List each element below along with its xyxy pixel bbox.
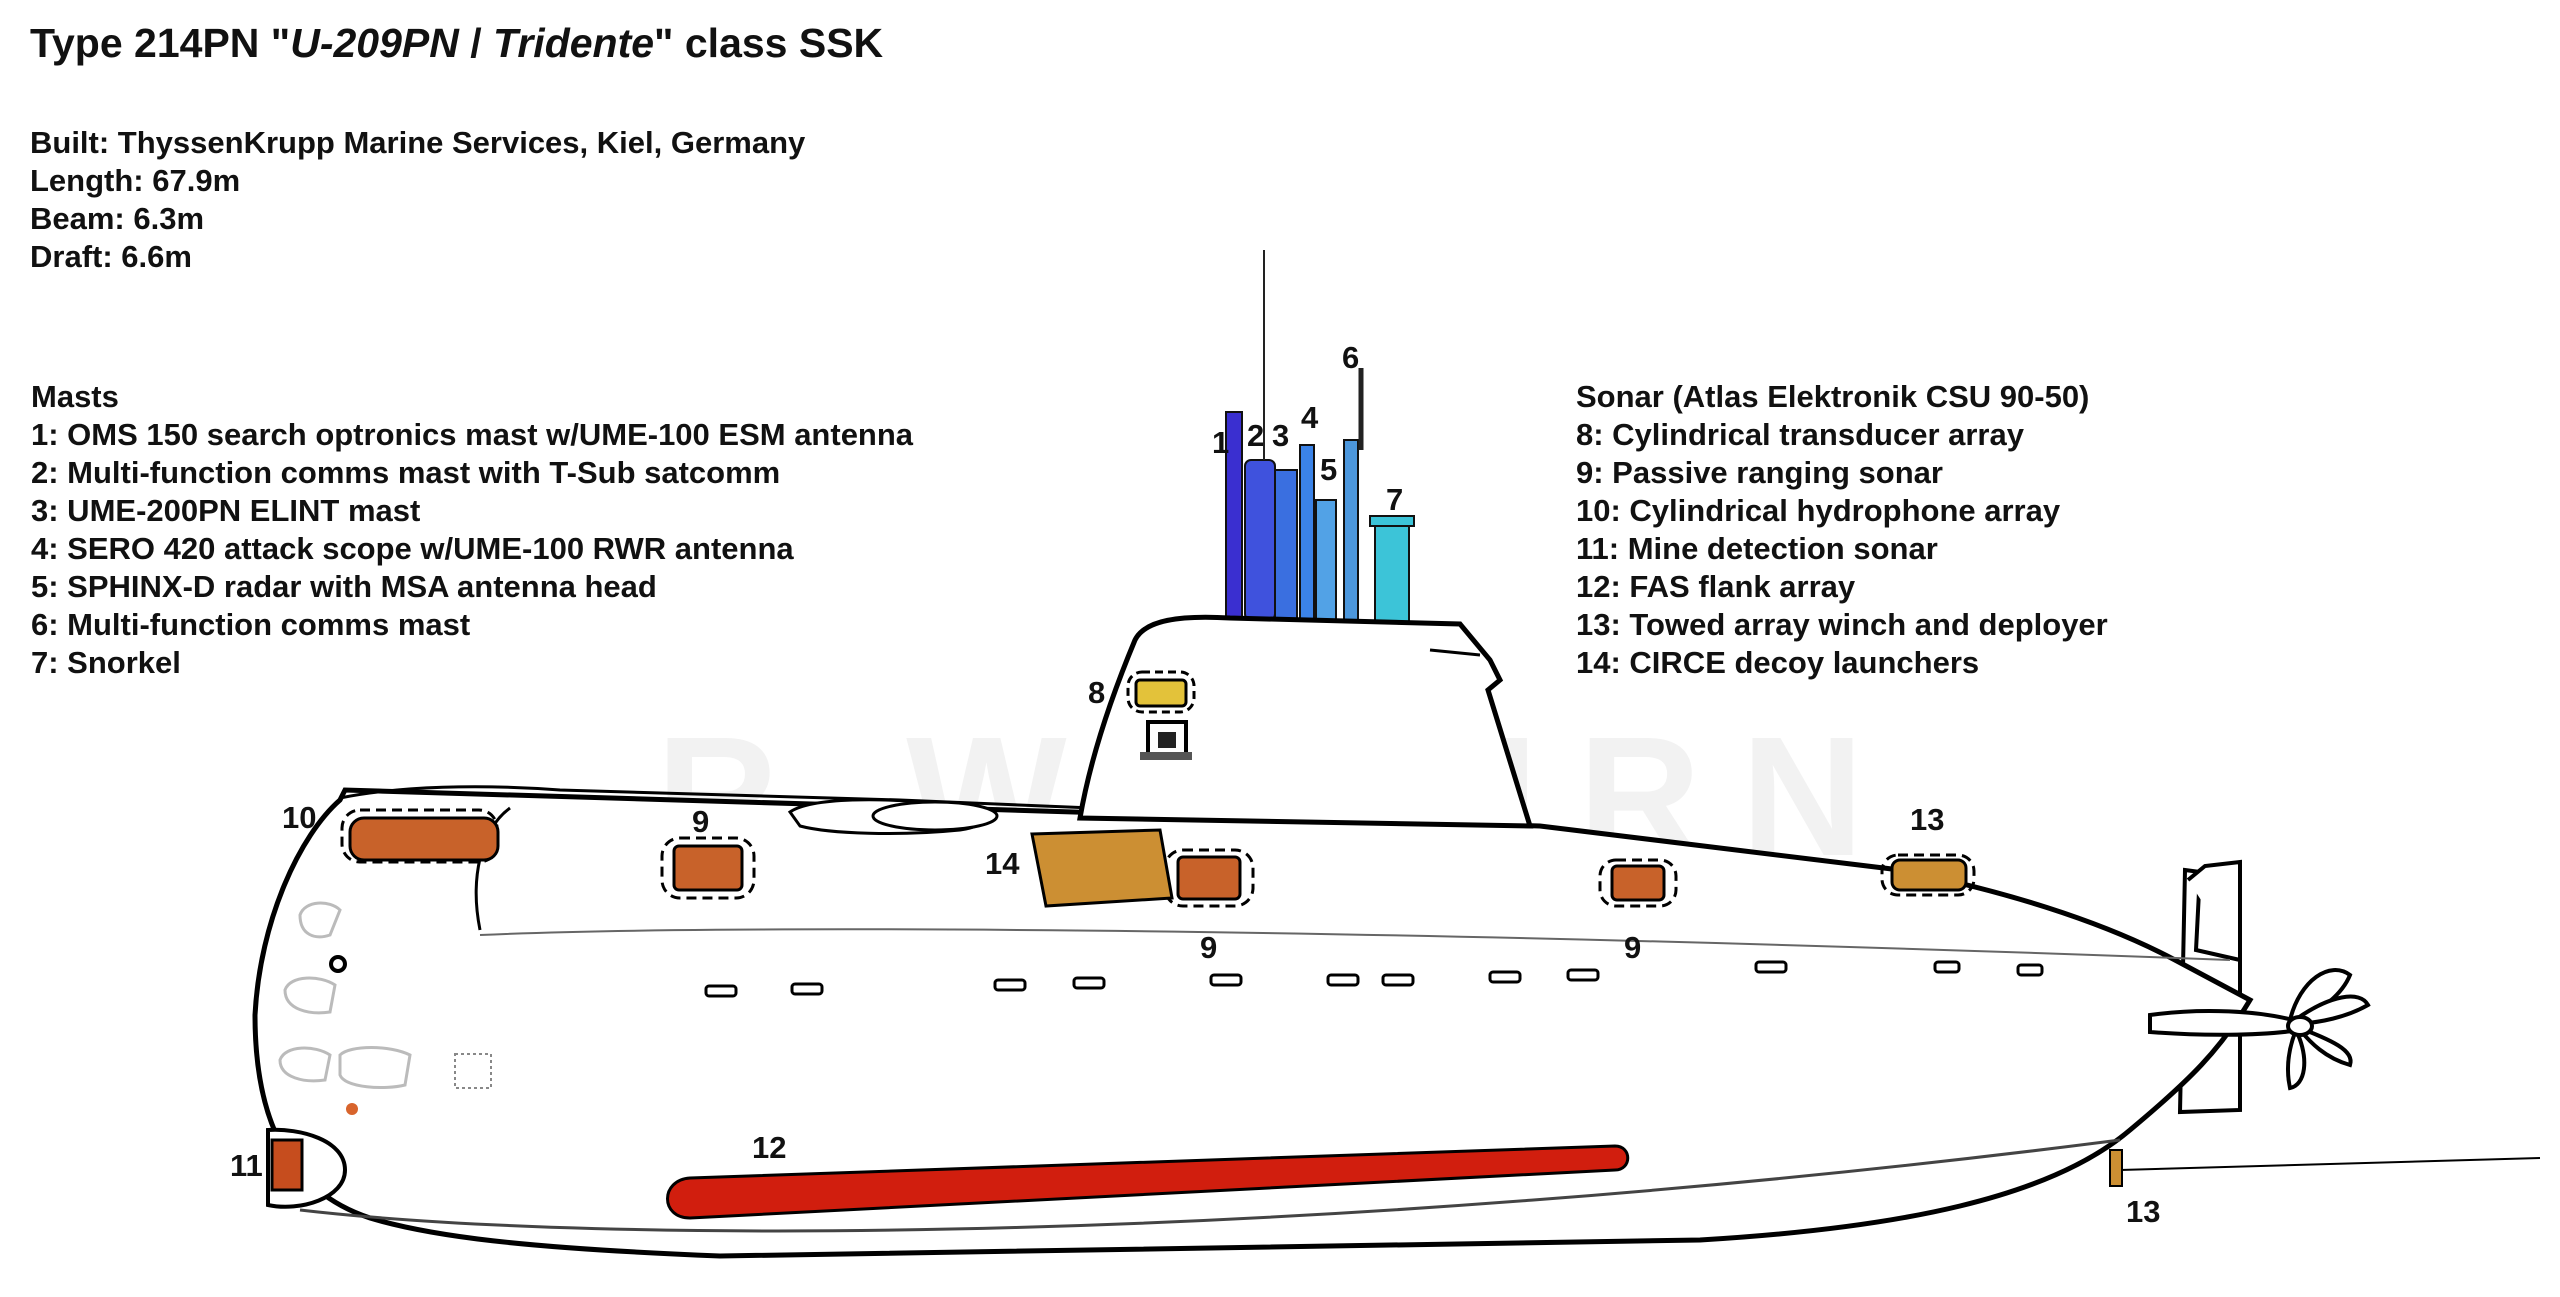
sail-rail [1429, 648, 1481, 657]
sonar-heading: Sonar (Atlas Elektronik CSU 90-50) [1576, 379, 2090, 414]
spec-length: Length: 67.9m [30, 163, 241, 198]
callout-9b: 9 [1200, 930, 1218, 965]
shaft-cone [2148, 1008, 2302, 1037]
transducer-array [1134, 678, 1188, 708]
callout-11: 11 [230, 1148, 263, 1183]
upper-rudder-back [2186, 859, 2242, 960]
callout-13a: 13 [1910, 802, 1945, 837]
callout-13b: 13 [2126, 1194, 2161, 1229]
access-hatch [454, 1053, 492, 1089]
spec-beam: Beam: 6.3m [30, 201, 205, 236]
ranging-array-1-outline [660, 836, 756, 900]
snorkel [1374, 519, 1410, 623]
callout-2: 2 [1247, 418, 1265, 453]
ranging-array-2 [1176, 855, 1242, 901]
sonar-item-11: 11: Mine detection sonar [1576, 531, 1938, 566]
mast-4 [1299, 444, 1315, 621]
callout-14: 14 [985, 846, 1020, 881]
mast-2 [1244, 459, 1276, 621]
transducer-outline [1126, 670, 1196, 714]
sonar-legend: Sonar (Atlas Elektronik CSU 90-50) 8: Cy… [1576, 378, 2108, 682]
sonar-item-13: 13: Towed array winch and deployer [1576, 607, 2108, 642]
mast-item-1: 1: OMS 150 search optronics mast w/UME-1… [31, 417, 914, 452]
mine-detection-sonar [270, 1138, 304, 1192]
towed-deployer [2109, 1149, 2123, 1187]
mast-5 [1315, 499, 1337, 625]
callout-1: 1 [1212, 425, 1230, 460]
bow-light [346, 1103, 358, 1115]
fairing-pod [871, 800, 999, 832]
callout-4: 4 [1301, 400, 1319, 435]
deck-line [339, 785, 1526, 828]
callout-7: 7 [1386, 482, 1404, 517]
mast-item-2: 2: Multi-function comms mast with T-Sub … [31, 455, 781, 490]
bow-port [329, 955, 347, 973]
hull [252, 787, 2254, 1259]
towed-winch-outline [1880, 853, 1976, 897]
callout-6: 6 [1342, 340, 1360, 375]
callout-10: 10 [282, 800, 317, 835]
sail-window-sill [1140, 752, 1192, 760]
sail [1077, 614, 1534, 829]
callout-3: 3 [1272, 418, 1290, 453]
hydrophone-array [348, 816, 500, 862]
page-title: Type 214PN "U-209PN / Tridente" class SS… [30, 20, 884, 66]
mast-item-3: 3: UME-200PN ELINT mast [31, 493, 421, 528]
towed-winch [1890, 858, 1968, 892]
specifications: Built: ThyssenKrupp Marine Services, Kie… [30, 124, 805, 276]
ranging-array-3-outline [1598, 858, 1678, 908]
callout-12: 12 [752, 1130, 787, 1165]
mast-3 [1274, 469, 1298, 621]
mast-item-7: 7: Snorkel [31, 645, 181, 680]
towed-array-cable [2119, 1157, 2541, 1171]
mast-item-6: 6: Multi-function comms mast [31, 607, 471, 642]
mast-item-5: 5: SPHINX-D radar with MSA antenna head [31, 569, 657, 604]
bow-windows [278, 901, 412, 1090]
sonar-arrays [266, 670, 2123, 1220]
mast-item-4: 4: SERO 420 attack scope w/UME-100 RWR a… [31, 531, 794, 566]
sonar-item-10: 10: Cylindrical hydrophone array [1576, 493, 2061, 528]
ranging-array-3 [1610, 864, 1666, 902]
ranging-array-2-outline [1163, 848, 1255, 908]
hull-side-line [479, 928, 2231, 961]
sail-window-pane [1158, 732, 1176, 748]
flank-array [666, 1144, 1630, 1220]
callout-9a: 9 [692, 804, 710, 839]
sonar-item-14: 14: CIRCE decoy launchers [1576, 645, 1980, 680]
decoy-launchers [1030, 828, 1174, 908]
masts-legend: Masts 1: OMS 150 search optronics mast w… [31, 378, 913, 682]
spec-draft: Draft: 6.6m [30, 239, 192, 274]
mast-6 [1343, 439, 1359, 621]
sonar-item-8: 8: Cylindrical transducer array [1576, 417, 2024, 452]
masts-heading: Masts [31, 379, 119, 414]
keel-line [299, 1138, 2121, 1233]
propeller [2285, 968, 2371, 1091]
callout-9c: 9 [1624, 930, 1642, 965]
masts [1225, 250, 1415, 625]
ranging-array-1 [672, 844, 744, 892]
spec-builder: Built: ThyssenKrupp Marine Services, Kie… [30, 125, 806, 160]
hull-scuttles [704, 960, 2044, 998]
sonar-item-12: 12: FAS flank array [1576, 569, 1856, 604]
sonar-item-9: 9: Passive ranging sonar [1576, 455, 1943, 490]
callout-8: 8 [1088, 675, 1106, 710]
callout-5: 5 [1320, 452, 1338, 487]
snorkel-head [1369, 515, 1415, 527]
